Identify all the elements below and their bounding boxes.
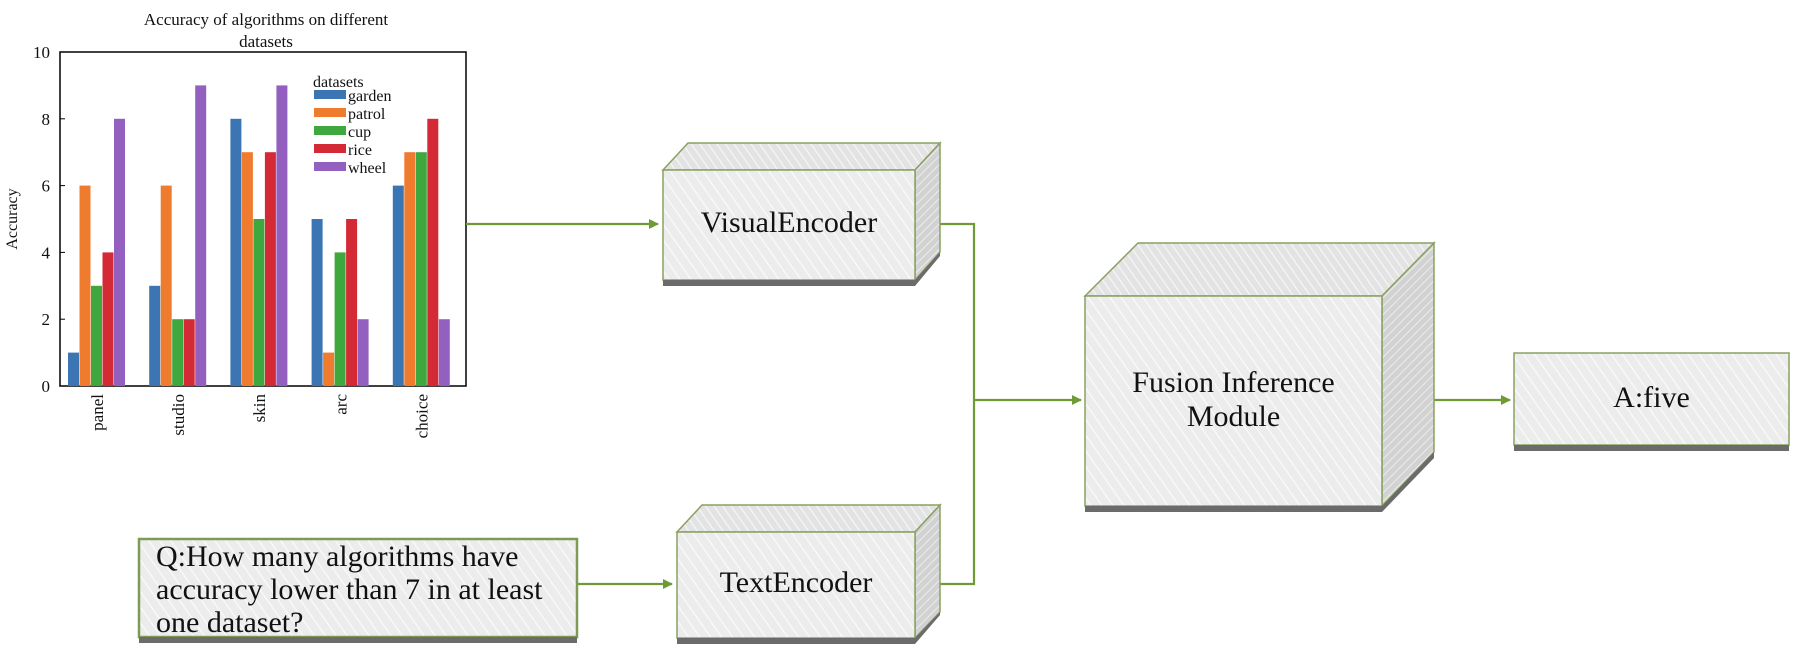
legend-label-rice: rice [348, 142, 372, 159]
bar-wheel-skin [276, 85, 288, 387]
answer-label: A:five [1613, 381, 1690, 414]
bar-cup-choice [415, 152, 427, 386]
bar-cup-panel [91, 285, 102, 386]
answer-box [1513, 352, 1790, 451]
x-tick-label: choice [413, 394, 432, 438]
y-tick-label: 6 [42, 177, 51, 196]
bar-chart: Accuracy of algorithms on different data… [4, 10, 467, 439]
chart-title-line-2: datasets [239, 32, 293, 51]
bar-garden-panel [68, 352, 79, 386]
legend-label-wheel: wheel [348, 160, 387, 177]
legend-swatch-patrol [314, 108, 346, 117]
question-label: Q:How many algorithms have accuracy lowe… [156, 540, 543, 639]
bar-wheel-choice [438, 319, 450, 386]
bar-rice-skin [264, 152, 276, 386]
x-axis-ticks: panel studio skin arc choice [88, 394, 432, 439]
question-box [137, 537, 579, 643]
text-encoder-label: TextEncoder [719, 566, 873, 599]
chart-title-line-1: Accuracy of algorithms on different [144, 10, 388, 29]
y-axis-label: Accuracy [4, 188, 21, 249]
visual-encoder-box [661, 141, 942, 286]
y-axis-ticks: 0 2 4 6 8 10 [33, 43, 65, 396]
bar-patrol-arc [323, 352, 335, 386]
bar-cup-skin [253, 219, 265, 386]
x-tick-label: arc [331, 394, 350, 415]
bar-garden-choice [392, 185, 404, 386]
y-tick-label: 8 [42, 110, 51, 129]
fusion-module-box [1083, 241, 1436, 512]
bar-patrol-studio [160, 185, 172, 386]
y-tick-label: 10 [33, 43, 50, 62]
line-visual-to-merge [912, 222, 976, 586]
y-tick-label: 4 [42, 243, 51, 262]
bar-wheel-panel [114, 118, 125, 387]
legend-swatch-garden [314, 90, 346, 99]
x-tick-label: skin [250, 394, 269, 423]
connectors [466, 219, 1511, 589]
bar-patrol-skin [241, 152, 253, 386]
bar-patrol-panel [79, 185, 91, 386]
legend-swatch-cup [314, 126, 346, 135]
text-encoder-box [675, 503, 942, 644]
bar-wheel-studio [195, 85, 207, 387]
bar-garden-arc [311, 219, 323, 386]
y-tick-label: 0 [42, 377, 51, 396]
bar-rice-choice [427, 118, 439, 387]
bar-rice-arc [346, 219, 358, 386]
legend-swatch-rice [314, 144, 346, 153]
bar-garden-studio [149, 285, 161, 386]
bar-garden-skin [230, 118, 242, 387]
bar-wheel-arc [357, 319, 369, 386]
legend-title: datasets [313, 74, 364, 91]
x-tick-label: panel [88, 394, 107, 431]
bar-rice-panel [102, 252, 114, 386]
y-tick-label: 2 [42, 310, 51, 329]
legend-label-cup: cup [348, 124, 371, 141]
bar-rice-studio [183, 319, 195, 386]
visual-encoder-label: VisualEncoder [700, 206, 878, 239]
fusion-module-label: Fusion Inference Module [1132, 366, 1335, 433]
legend-swatch-wheel [314, 162, 346, 171]
legend-label-garden: garden [348, 88, 392, 105]
bar-cup-arc [334, 252, 346, 386]
bar-cup-studio [172, 319, 184, 386]
bar-patrol-choice [404, 152, 416, 386]
bars [68, 85, 450, 387]
legend-label-patrol: patrol [348, 106, 386, 123]
x-tick-label: studio [169, 394, 188, 436]
